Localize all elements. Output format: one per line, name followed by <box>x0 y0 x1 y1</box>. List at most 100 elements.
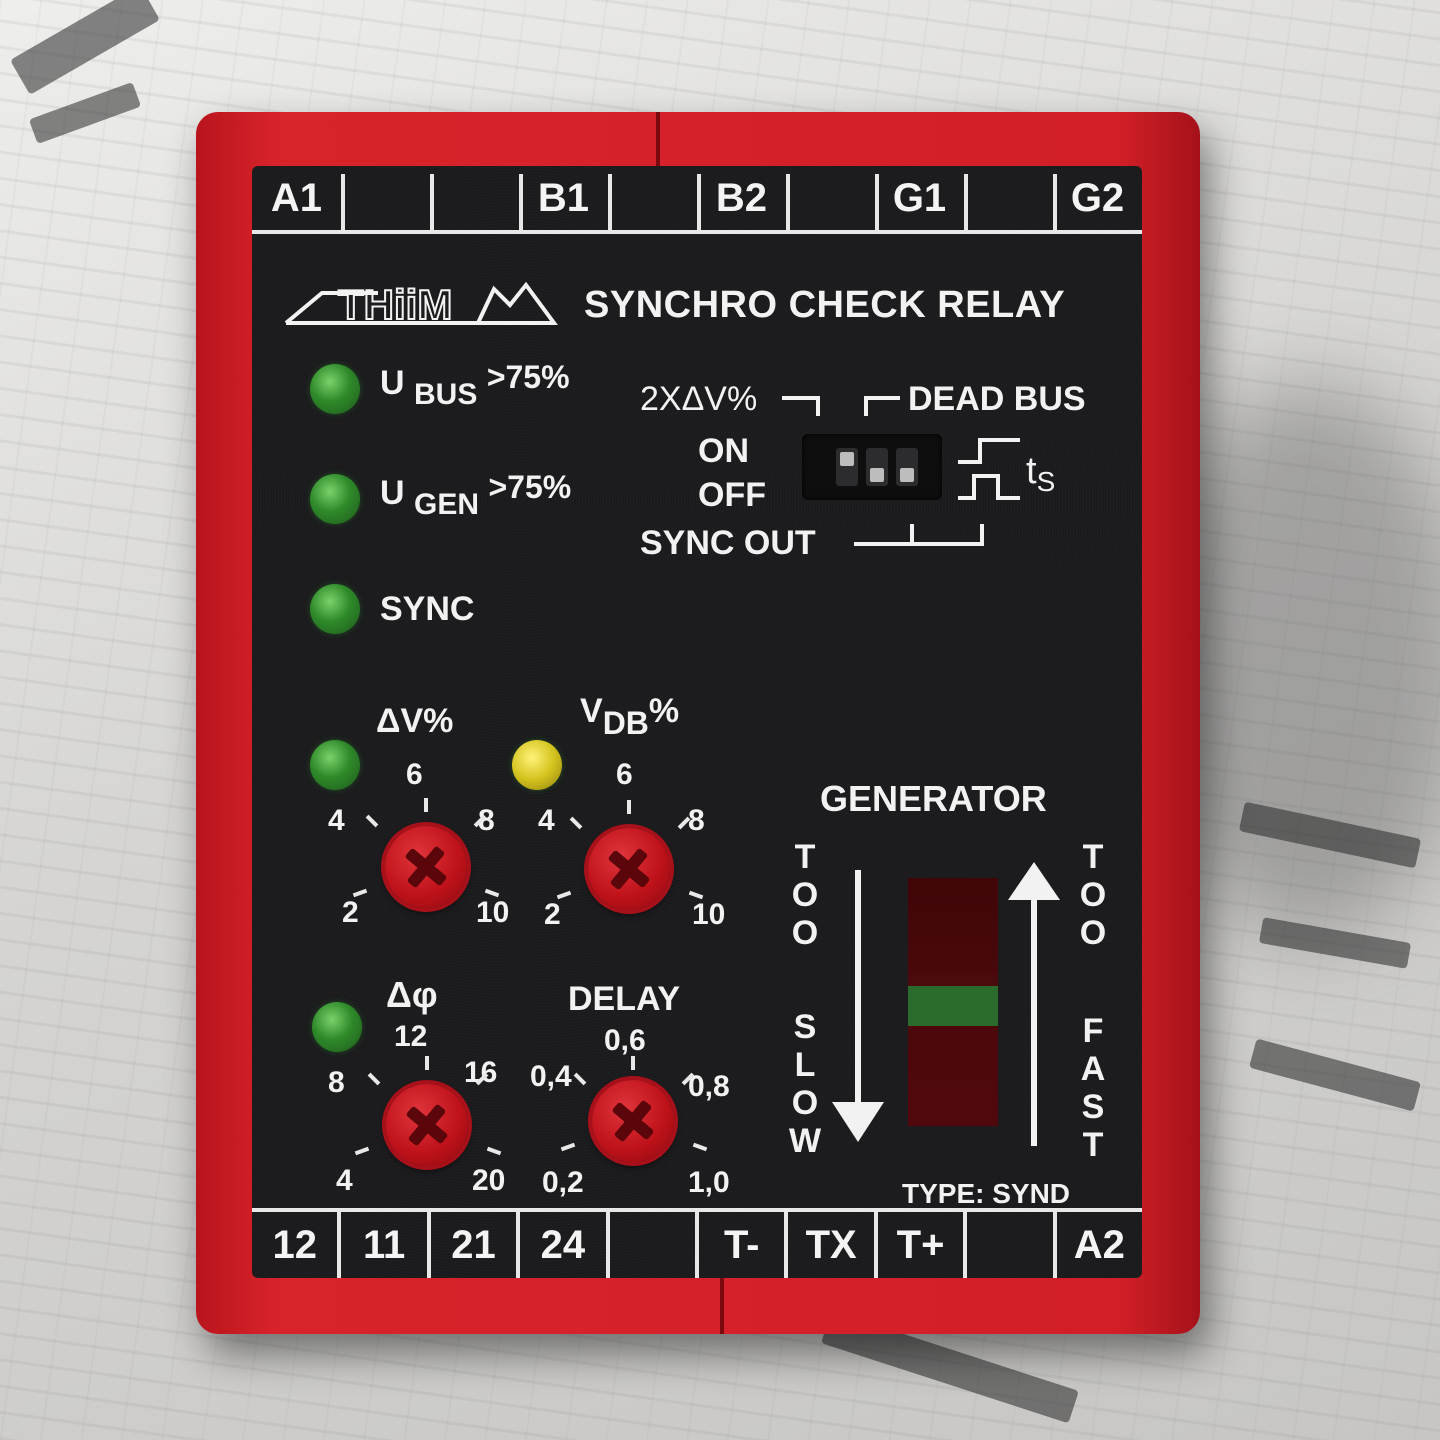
label-generator: GENERATOR <box>820 778 1047 819</box>
bracket-icon <box>864 396 900 416</box>
brand-logo: THiiM <box>282 271 562 336</box>
led-ugen <box>310 474 360 524</box>
dip-switch[interactable] <box>802 434 942 500</box>
terminal-21[interactable]: 21 <box>426 1212 516 1278</box>
label-vdb-main: V <box>580 692 603 730</box>
dip-label-ts: tS <box>1026 450 1055 497</box>
led-dphi <box>312 1002 362 1052</box>
scale-band-dark <box>908 974 998 986</box>
label-ugen: U GEN >75% <box>380 469 571 521</box>
terminal-g2[interactable]: G2 <box>1053 166 1142 230</box>
top-terminal-row: A1 B1 B2 G1 G2 <box>252 166 1142 234</box>
too-fast-fast: FAST <box>1074 1012 1112 1164</box>
scale-vdb-4: 4 <box>538 804 555 837</box>
label-ugen-main: U <box>380 474 405 512</box>
terminal-t-plus[interactable]: T+ <box>873 1212 963 1278</box>
scale-delay-02: 0,2 <box>542 1166 584 1199</box>
knob-vdb[interactable] <box>588 828 670 910</box>
terminal-t-minus[interactable]: T- <box>695 1212 784 1278</box>
terminal-12[interactable]: 12 <box>272 1222 317 1267</box>
too-slow-slow: SLOW <box>786 1008 824 1160</box>
label-ugen-suffix: >75% <box>488 469 572 505</box>
label-ubus: U BUS >75% <box>380 359 570 411</box>
label-ugen-sub: GEN <box>414 488 480 521</box>
scale-dphi-8: 8 <box>328 1066 345 1099</box>
terminal-blank[interactable] <box>608 166 697 230</box>
led-dv <box>310 740 360 790</box>
led-vdb <box>512 740 562 790</box>
scale-dphi-20: 20 <box>472 1164 506 1197</box>
terminal-b2[interactable]: B2 <box>697 166 786 230</box>
terminal-blank[interactable] <box>605 1212 695 1278</box>
arrow-down-icon <box>832 870 884 1142</box>
dip-label-on: ON <box>698 432 749 470</box>
label-too-fast-word1: TOO <box>1074 838 1112 960</box>
svg-text:THiiM: THiiM <box>338 281 452 328</box>
scale-dv-8: 8 <box>478 804 495 837</box>
terminal-blank[interactable] <box>963 1212 1052 1278</box>
scale-dphi-16: 16 <box>464 1056 498 1089</box>
terminal-blank[interactable] <box>786 166 875 230</box>
knob-delay[interactable] <box>592 1080 674 1162</box>
knob-dphi[interactable] <box>386 1084 468 1166</box>
terminal-a1[interactable]: A1 <box>270 175 323 220</box>
housing-seam <box>720 1277 724 1334</box>
label-ubus-suffix: >75% <box>486 359 570 395</box>
label-dv: ΔV% <box>376 702 454 740</box>
label-sync: SYNC <box>380 590 475 628</box>
generator-frequency-scale <box>908 878 998 1126</box>
scale-vdb-8: 8 <box>688 804 705 837</box>
dip-label-dead-bus: DEAD BUS <box>908 380 1086 418</box>
led-sync <box>310 584 360 634</box>
terminal-blank[interactable] <box>341 166 430 230</box>
scale-sync-band <box>908 986 998 1026</box>
dip-switch-3[interactable] <box>896 448 918 486</box>
too-fast-too: TOO <box>1074 838 1112 952</box>
terminal-24[interactable]: 24 <box>516 1212 605 1278</box>
scale-dphi-4: 4 <box>336 1164 353 1197</box>
terminal-blank[interactable] <box>964 166 1053 230</box>
dip-switch-1[interactable] <box>836 448 858 486</box>
label-vdb-sub: DB <box>602 705 649 741</box>
tick <box>424 798 428 812</box>
label-too-slow-word1: TOO <box>786 838 824 960</box>
terminal-tx[interactable]: TX <box>784 1212 873 1278</box>
terminal-11[interactable]: 11 <box>337 1212 426 1278</box>
bottom-terminal-row: 12 11 21 24 T- TX T+ A2 <box>252 1208 1142 1278</box>
terminal-b1[interactable]: B1 <box>519 166 608 230</box>
tick <box>631 1056 635 1070</box>
dip-label-ts-sub: S <box>1036 466 1056 497</box>
label-vdb: VDB% <box>580 692 680 741</box>
type-label: TYPE: SYND <box>902 1178 1071 1209</box>
scale-vdb-10: 10 <box>692 898 726 931</box>
scale-dphi-12: 12 <box>394 1020 428 1053</box>
scale-dv-10: 10 <box>476 896 510 929</box>
terminal-blank[interactable] <box>430 166 519 230</box>
knob-dv[interactable] <box>385 826 467 908</box>
label-too-fast-word2: FAST <box>1074 1012 1112 1172</box>
dip-label-sync-out: SYNC OUT <box>640 524 816 562</box>
label-ubus-main: U <box>380 364 405 402</box>
relay-faceplate: A1 B1 B2 G1 G2 THiiM SYNCHRO CHECK RELAY… <box>252 166 1142 1278</box>
housing-seam <box>656 112 660 172</box>
label-dphi: Δφ <box>386 974 438 1015</box>
bracket-icon <box>782 396 820 416</box>
dip-label-off: OFF <box>698 476 766 514</box>
scale-dv-6: 6 <box>406 758 423 791</box>
scale-vdb-6: 6 <box>616 758 633 791</box>
scale-vdb-2: 2 <box>544 898 561 931</box>
scale-delay-08: 0,8 <box>688 1070 730 1103</box>
too-slow-too: TOO <box>786 838 824 952</box>
sync-out-bracket-icon <box>854 524 984 546</box>
led-ubus <box>310 364 360 414</box>
dip-switch-2[interactable] <box>866 448 888 486</box>
label-too-slow-word2: SLOW <box>786 1008 824 1168</box>
pulse-waveform-icon <box>958 438 1020 500</box>
tick <box>425 1056 429 1070</box>
terminal-g1[interactable]: G1 <box>875 166 964 230</box>
dip-label-ts-main: t <box>1026 450 1037 492</box>
terminal-a2[interactable]: A2 <box>1052 1212 1142 1278</box>
label-ubus-sub: BUS <box>414 378 478 411</box>
label-vdb-suffix: % <box>648 692 680 730</box>
label-delay: DELAY <box>568 980 681 1018</box>
